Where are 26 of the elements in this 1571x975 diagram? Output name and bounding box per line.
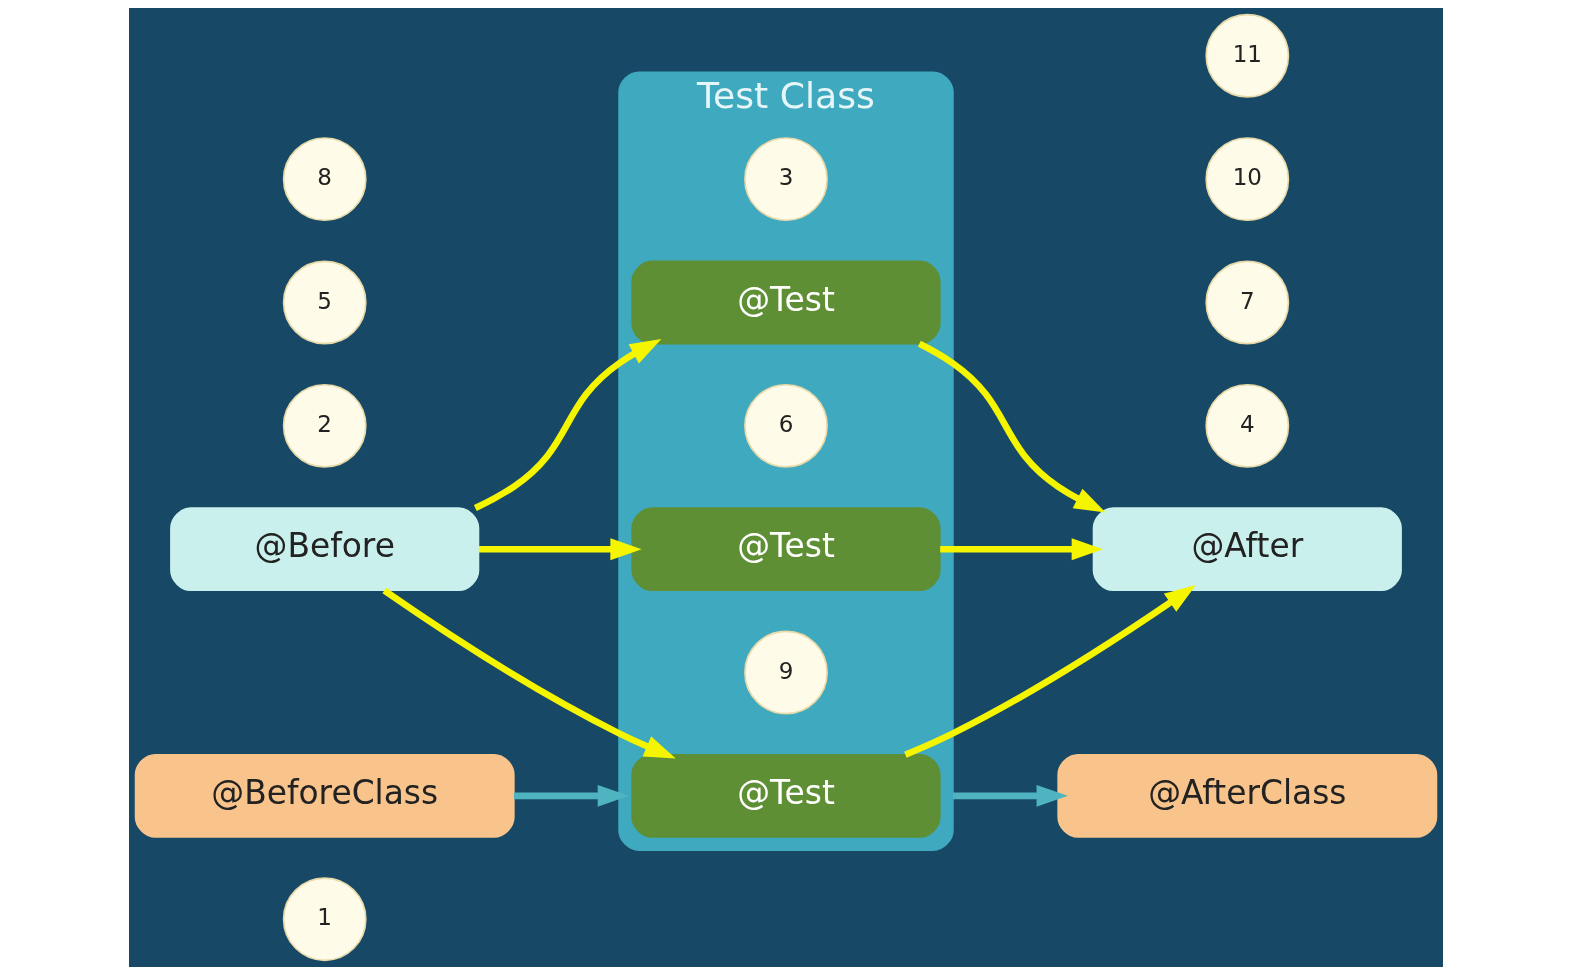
node-box: @Test <box>630 260 941 345</box>
node-circle: 11 <box>1204 13 1289 98</box>
node-circle: 4 <box>1204 383 1289 468</box>
node-box: @Before <box>169 507 479 592</box>
arrow <box>381 587 676 759</box>
node-circle: 9 <box>743 630 828 715</box>
arrow <box>478 538 642 561</box>
node-box: @AfterClass <box>1056 753 1437 838</box>
arrow <box>952 784 1068 807</box>
node-circle: 6 <box>743 383 828 468</box>
node-circle: 8 <box>282 137 367 222</box>
node-circle: 3 <box>743 137 828 222</box>
node-circle: 1 <box>282 877 367 962</box>
node-circle: 2 <box>282 383 367 468</box>
arrow <box>513 784 629 807</box>
node-circle: 7 <box>1204 260 1289 345</box>
node-circle: 10 <box>1204 137 1289 222</box>
arrow <box>473 339 661 512</box>
node-box: @BeforeClass <box>134 753 515 838</box>
arrow <box>903 584 1196 758</box>
node-circle: 5 <box>282 260 367 345</box>
node-box: @After <box>1092 507 1402 592</box>
node-box: @Test <box>630 753 941 838</box>
node-box: @Test <box>630 507 941 592</box>
arrow <box>939 538 1103 561</box>
arrow <box>917 340 1106 513</box>
